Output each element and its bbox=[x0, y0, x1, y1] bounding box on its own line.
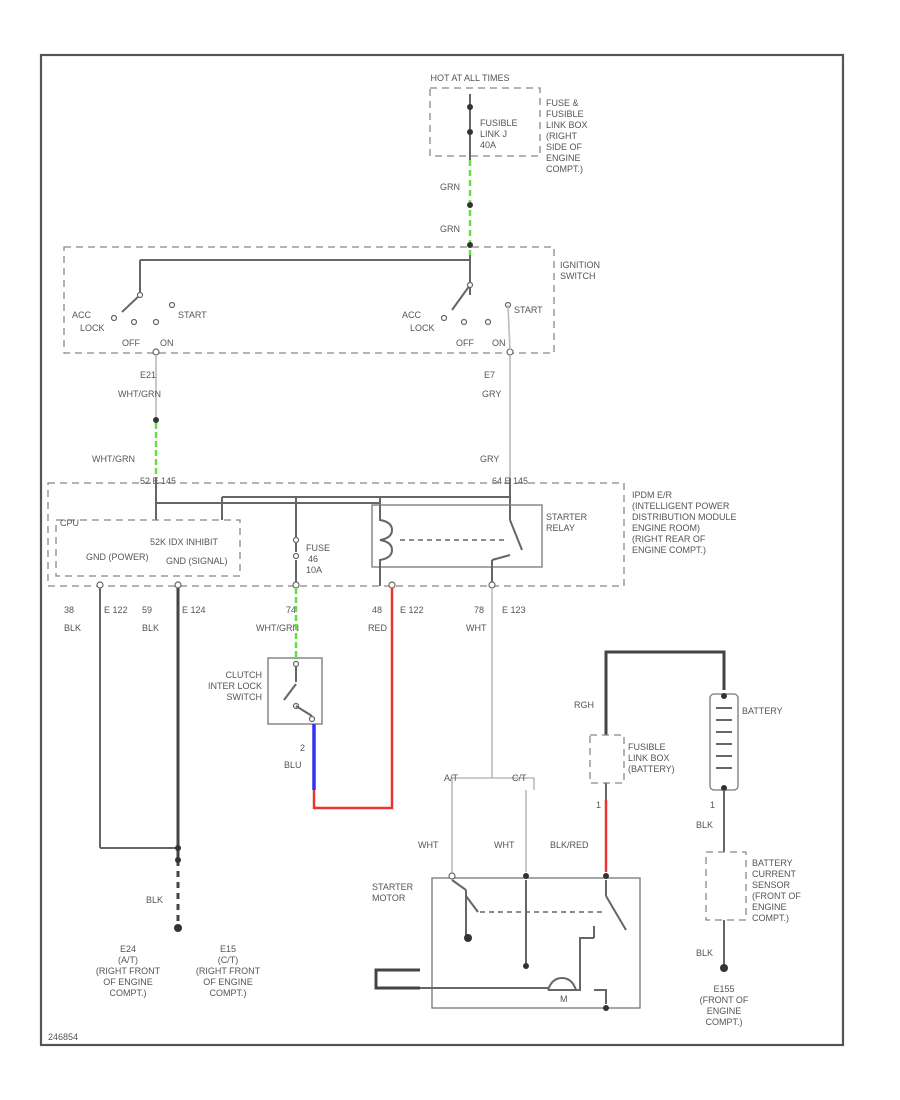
ipdm-er: 52 E 145 64 E 145 IPDM E/R(INTELLIGENT P… bbox=[47, 476, 737, 589]
motor-m-label: M bbox=[560, 994, 568, 1004]
svg-text:A/T: A/T bbox=[444, 773, 459, 783]
wire-grn-mid-label: GRN bbox=[440, 224, 460, 234]
ipdm-terminal-labels: 38 E 122 BLK 59 E 124 BLK 74 WHT/GRN 48 … bbox=[64, 605, 526, 633]
svg-text:BLU: BLU bbox=[284, 760, 302, 770]
hot-at-label: HOT AT ALL TIMES bbox=[430, 73, 509, 83]
svg-text:ON: ON bbox=[160, 338, 174, 348]
svg-text:38: 38 bbox=[64, 605, 74, 615]
svg-text:GND (POWER): GND (POWER) bbox=[86, 552, 149, 562]
svg-text:E 123: E 123 bbox=[502, 605, 526, 615]
wire-grn: GRN GRN bbox=[440, 160, 473, 255]
inhibit-label: 52K IDX INHIBIT bbox=[150, 537, 219, 547]
ipdm-conn-left: 52 E 145 bbox=[140, 476, 176, 486]
battery-label: BATTERY bbox=[742, 706, 783, 716]
svg-text:ACC: ACC bbox=[402, 310, 422, 320]
svg-text:E21: E21 bbox=[140, 370, 156, 380]
svg-text:1: 1 bbox=[710, 800, 715, 810]
svg-text:BLK/RED: BLK/RED bbox=[550, 840, 589, 850]
svg-text:RED: RED bbox=[368, 623, 388, 633]
svg-text:CPU: CPU bbox=[60, 518, 79, 528]
svg-text:WHT/GRN: WHT/GRN bbox=[256, 623, 299, 633]
svg-text:74: 74 bbox=[286, 605, 296, 615]
svg-text:WHT: WHT bbox=[466, 623, 487, 633]
svg-text:BLK: BLK bbox=[142, 623, 159, 633]
svg-text:E 124: E 124 bbox=[182, 605, 206, 615]
svg-text:WHT: WHT bbox=[418, 840, 439, 850]
svg-text:LOCK: LOCK bbox=[80, 323, 105, 333]
svg-text:BLK: BLK bbox=[696, 948, 713, 958]
svg-text:C/T: C/T bbox=[512, 773, 527, 783]
svg-text:BLK: BLK bbox=[64, 623, 81, 633]
wire-gry-ignition: E7 GRY GRY bbox=[480, 355, 511, 478]
svg-text:LOCK: LOCK bbox=[410, 323, 435, 333]
wire-wht-grn-ignition: E21 WHT/GRN WHT/GRN bbox=[92, 355, 161, 478]
diagram-id: 246854 bbox=[48, 1032, 78, 1042]
svg-text:WHT: WHT bbox=[494, 840, 515, 850]
svg-text:GRY: GRY bbox=[480, 454, 499, 464]
starter-relay bbox=[371, 504, 543, 568]
svg-text:START: START bbox=[514, 305, 543, 315]
svg-text:RGH: RGH bbox=[574, 700, 594, 710]
wire-blk-ground: BLK bbox=[99, 588, 182, 932]
svg-text:BLK: BLK bbox=[146, 895, 163, 905]
svg-text:1: 1 bbox=[596, 800, 601, 810]
svg-text:GRY: GRY bbox=[482, 389, 501, 399]
wire-blu-red bbox=[312, 588, 394, 810]
wire-wht-relay: A/T C/T WHT WHT bbox=[418, 588, 535, 872]
svg-text:BLK: BLK bbox=[696, 820, 713, 830]
wire-grn-top-label: GRN bbox=[440, 182, 460, 192]
svg-text:WHT/GRN: WHT/GRN bbox=[118, 389, 161, 399]
svg-text:OFF: OFF bbox=[456, 338, 474, 348]
svg-text:GND (SIGNAL): GND (SIGNAL) bbox=[166, 556, 228, 566]
svg-text:OFF: OFF bbox=[122, 338, 140, 348]
svg-text:ON: ON bbox=[492, 338, 506, 348]
svg-text:START: START bbox=[178, 310, 207, 320]
svg-text:E 122: E 122 bbox=[400, 605, 424, 615]
diagram-frame bbox=[39, 53, 845, 1047]
svg-text:48: 48 bbox=[372, 605, 382, 615]
svg-text:E 122: E 122 bbox=[104, 605, 128, 615]
svg-text:WHT/GRN: WHT/GRN bbox=[92, 454, 135, 464]
svg-text:ACC: ACC bbox=[72, 310, 92, 320]
svg-text:E7: E7 bbox=[484, 370, 495, 380]
svg-text:2: 2 bbox=[300, 743, 305, 753]
svg-text:59: 59 bbox=[142, 605, 152, 615]
svg-text:78: 78 bbox=[474, 605, 484, 615]
